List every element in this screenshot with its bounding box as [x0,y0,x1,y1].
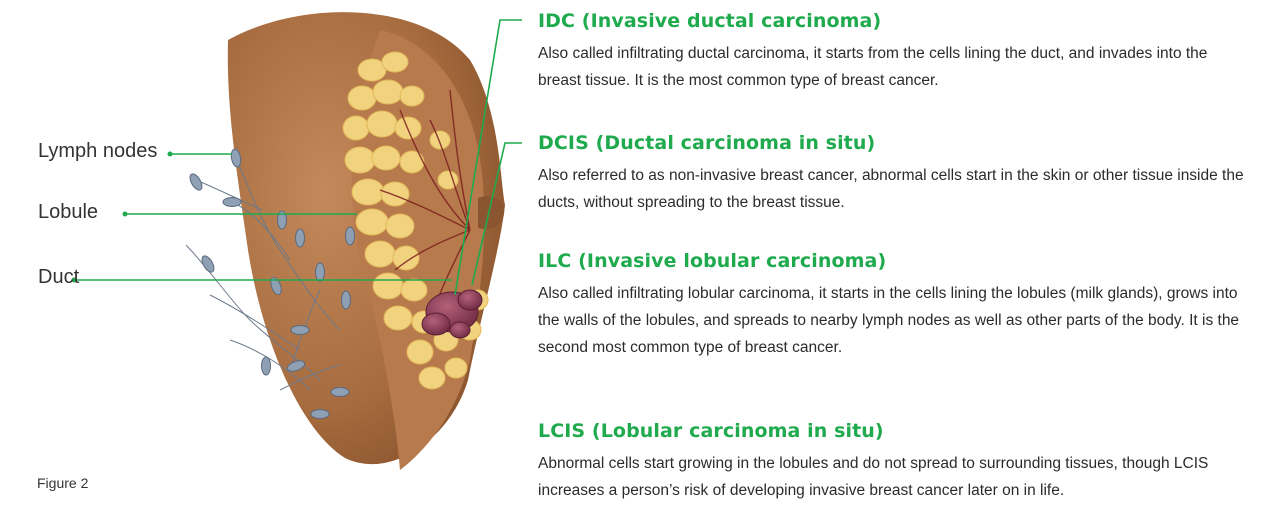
section-lcis: LCIS (Lobular carcinoma in situ) Abnorma… [538,418,1253,504]
figure-caption: Figure 2 [37,475,88,491]
section-title: DCIS (Ductal carcinoma in situ) [538,130,1253,156]
section-dcis: DCIS (Ductal carcinoma in situ) Also ref… [538,130,1253,216]
section-body: Also referred to as non-invasive breast … [538,162,1253,216]
section-ilc: ILC (Invasive lobular carcinoma) Also ca… [538,248,1253,361]
section-body: Also called infiltrating ductal carcinom… [538,40,1253,94]
label-lobule: Lobule [38,201,98,224]
section-idc: IDC (Invasive ductal carcinoma) Also cal… [538,8,1253,94]
label-lymph-nodes: Lymph nodes [38,140,157,163]
label-duct: Duct [38,266,79,289]
section-title: LCIS (Lobular carcinoma in situ) [538,418,1253,444]
section-body: Abnormal cells start growing in the lobu… [538,450,1253,504]
section-body: Also called infiltrating lobular carcino… [538,280,1253,361]
section-title: ILC (Invasive lobular carcinoma) [538,248,1253,274]
section-title: IDC (Invasive ductal carcinoma) [538,8,1253,34]
